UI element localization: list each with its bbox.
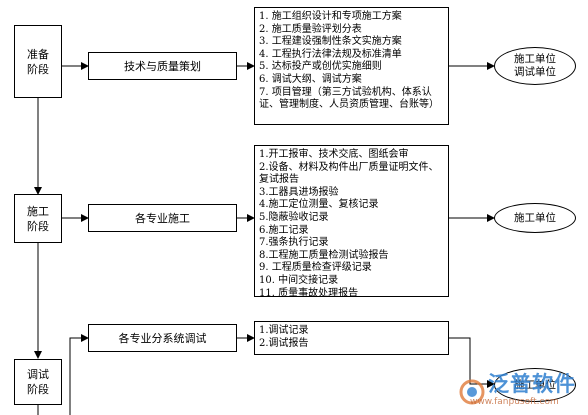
brand-logo-icon xyxy=(459,379,485,405)
list-item: 7. 项目管理（第三方试验机构、体系认证、管理制度、人员资质管理、台账等） xyxy=(259,86,439,111)
list-item: 4. 工程执行法律法规及标准清单 xyxy=(259,48,402,60)
watermark-brand: 泛普软件 xyxy=(488,372,576,396)
deliverables-list-commissioning: 1.调试记录 2.调试报告 xyxy=(254,321,449,355)
list-item: 9. 工程质量检查评级记录 xyxy=(259,262,372,274)
stage-preparation: 准备 阶段 xyxy=(14,25,62,98)
list-item: 6. 调试大纲、调试方案 xyxy=(259,73,362,85)
list-item: 3. 工程建设强制性条文实施方案 xyxy=(259,36,402,48)
responsible-unit-preparation: 施工单位 调试单位 xyxy=(494,47,576,85)
list-item: 1.开工报审、技术交底、图纸会审 xyxy=(259,149,409,160)
arrow-stage3-process3 xyxy=(69,334,89,415)
stage-construction: 施工 阶段 xyxy=(14,194,62,243)
process-subsystem-commissioning: 各专业分系统调试 xyxy=(88,324,237,352)
list-item: 2. 施工质量验评划分表 xyxy=(259,23,362,35)
list-item: 11. 质量事故处理报告 xyxy=(259,287,359,299)
process-tech-quality-planning: 技术与质量策划 xyxy=(88,52,237,80)
list-item: 2.调试报告 xyxy=(259,337,309,349)
arrow-list3-unit3 xyxy=(449,337,495,388)
list-item: 7.强条执行记录 xyxy=(259,237,329,249)
watermark-url: www.fanpusoft.com xyxy=(470,397,559,407)
list-item: 10. 中间交接记录 xyxy=(259,274,339,286)
responsible-unit-commissioning: 施工单位 xyxy=(494,368,576,402)
deliverables-list-preparation: 1. 施工组织设计和专项施工方案 2. 施工质量验评划分表 3. 工程建设强制性… xyxy=(254,7,449,125)
list-item: 2.设备、材料及构件出厂质量证明文件、复试报告 xyxy=(259,161,439,186)
list-item: 1. 施工组织设计和专项施工方案 xyxy=(259,11,402,22)
list-item: 5. 达标投产或创优实施细则 xyxy=(259,61,382,73)
process-discipline-construction: 各专业施工 xyxy=(88,204,237,232)
list-item: 6.施工记录 xyxy=(259,224,309,236)
list-item: 4.施工定位测量、复核记录 xyxy=(259,199,379,211)
stage-commissioning: 调试 阶段 xyxy=(14,359,62,405)
list-item: 8.工程施工质量检测试验报告 xyxy=(259,249,389,261)
deliverables-list-construction: 1.开工报审、技术交底、图纸会审 2.设备、材料及构件出厂质量证明文件、复试报告… xyxy=(254,145,449,299)
responsible-unit-construction: 施工单位 xyxy=(494,203,576,233)
list-item: 5.隐蔽验收记录 xyxy=(259,211,329,223)
list-item: 1.调试记录 xyxy=(259,325,309,336)
list-item: 3.工器具进场报验 xyxy=(259,186,339,198)
